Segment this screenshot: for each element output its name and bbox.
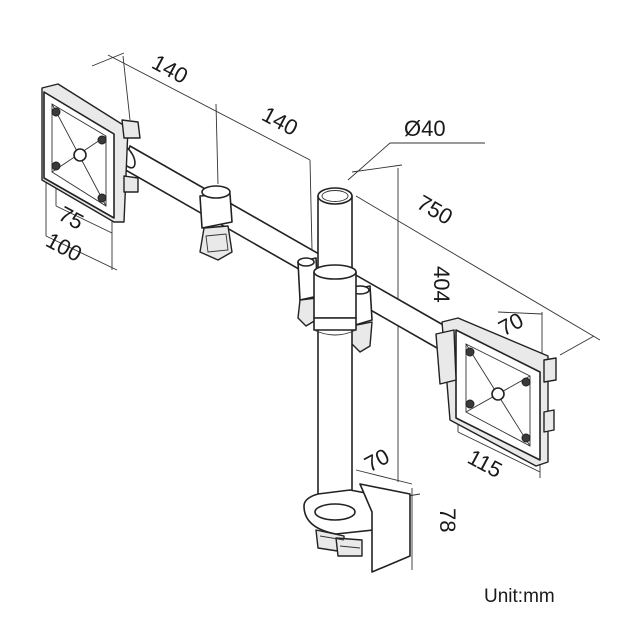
left-arm-clamp [199,185,233,261]
unit-label: Unit:mm [484,586,555,607]
label-clamp-height: 78 [435,508,460,532]
dimension-lines [45,52,601,570]
label-plate-outer-right: 115 [464,444,507,483]
label-pole-height: 404 [429,266,454,303]
label-span-left: 140 [148,49,192,88]
left-vesa-plate [41,83,141,223]
cross-tube [118,145,453,353]
desk-clamp [303,483,411,573]
label-span-right: 140 [258,101,302,140]
label-tube-diameter: Ø40 [404,116,446,141]
label-plate-outer-left: 100 [42,227,86,266]
label-arm-length: 750 [413,190,457,230]
right-vesa-plate [435,317,557,467]
vertical-pole [313,187,357,521]
